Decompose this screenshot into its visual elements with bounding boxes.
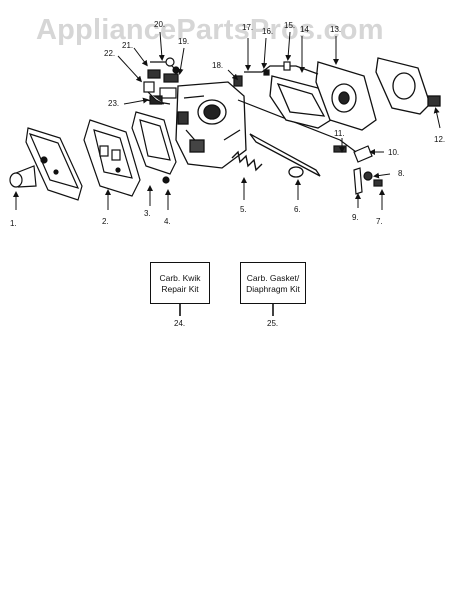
callout-labels: 1. 2. 3. 4. 5. 6. 7. 8. 9. 10. 11. 12. 1… <box>10 20 445 228</box>
part-1-screw <box>9 131 39 188</box>
callout-13: 13. <box>330 25 341 34</box>
kit-25-box: Carb. Gasket/ Diaphragm Kit <box>240 262 306 304</box>
kit-25-label: Carb. Gasket/ Diaphragm Kit <box>246 273 300 294</box>
callout-arrows <box>13 31 441 210</box>
callout-15: 15. <box>284 21 295 30</box>
callout-1: 1. <box>10 219 17 228</box>
carburetor-body <box>175 81 247 169</box>
kit-24-label: Carb. Kwik Repair Kit <box>159 273 201 294</box>
callout-16: 16. <box>262 27 273 36</box>
kit-24-box: Carb. Kwik Repair Kit <box>150 262 210 304</box>
kit-24-number: 24. <box>174 319 185 328</box>
callout-10: 10. <box>388 148 399 157</box>
callout-19: 19. <box>178 37 189 46</box>
callout-2: 2. <box>102 217 109 226</box>
watermark: AppliancePartsPros.com <box>36 14 384 46</box>
kit-leaders <box>179 304 274 316</box>
parts-19-23-adjust-screws <box>143 57 180 105</box>
callout-18: 18. <box>212 61 223 70</box>
callout-4: 4. <box>164 217 171 226</box>
callout-5: 5. <box>240 205 247 214</box>
callout-8: 8. <box>398 169 405 178</box>
part-4-gasket <box>131 111 177 184</box>
callout-7: 7. <box>376 217 383 226</box>
parts-13-14-diaphragm <box>269 57 441 131</box>
callout-12: 12. <box>434 135 445 144</box>
callout-11: 11. <box>334 129 345 138</box>
callout-21: 21. <box>122 41 133 50</box>
callout-17: 17. <box>242 23 253 32</box>
part-5-spring <box>231 150 263 172</box>
part-6-lever <box>249 133 321 178</box>
callout-23: 23. <box>108 99 119 108</box>
callout-9: 9. <box>352 213 359 222</box>
callout-6: 6. <box>294 205 301 214</box>
callout-14: 14 <box>300 25 309 34</box>
part-3-gasket <box>83 119 141 197</box>
callout-3: 3. <box>144 209 151 218</box>
part-2-plate <box>25 127 83 201</box>
kit-25-number: 25. <box>267 319 278 328</box>
callout-22: 22. <box>104 49 115 58</box>
callout-20: 20. <box>154 20 165 29</box>
